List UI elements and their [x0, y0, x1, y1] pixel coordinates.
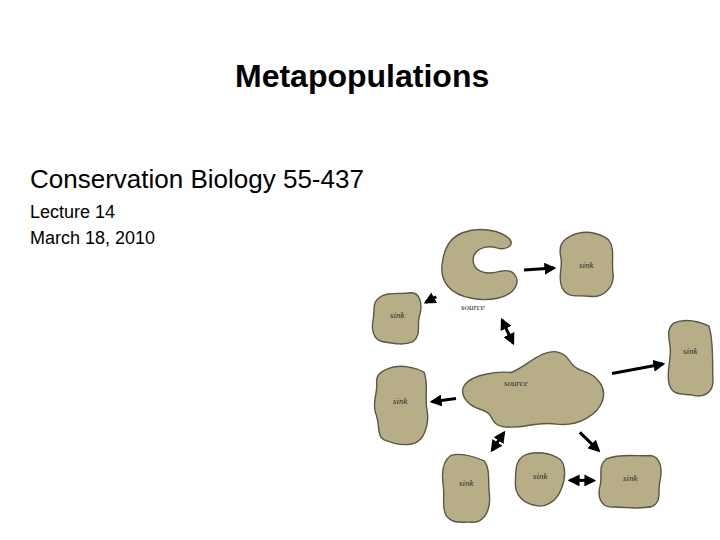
habitat-patch: sink: [370, 290, 424, 346]
dispersal-arrow: [570, 479, 594, 482]
patch-outline: [458, 345, 610, 431]
patch-label: sink: [393, 396, 408, 406]
patch-label: source: [504, 378, 528, 388]
patch-label: source: [461, 302, 485, 312]
habitat-patch: source: [458, 345, 610, 431]
dispersal-arrow: [426, 297, 436, 303]
habitat-patch: source: [438, 228, 522, 318]
lecture-number: Lecture 14: [30, 202, 115, 223]
patch-label: sink: [390, 310, 405, 320]
dispersal-arrow: [612, 364, 663, 374]
dispersal-arrow: [580, 432, 599, 450]
patch-label: sink: [623, 473, 638, 483]
course-name: Conservation Biology 55-437: [30, 164, 364, 195]
habitat-patch: sink: [556, 230, 616, 302]
habitat-patch: sink: [440, 452, 492, 526]
habitat-patch: sink: [596, 452, 664, 510]
dispersal-arrow: [492, 433, 504, 451]
patch-outline: [440, 452, 492, 526]
patch-outline: [372, 364, 430, 448]
slide-title: Metapopulations: [235, 58, 489, 95]
dispersal-arrow: [502, 320, 513, 343]
patch-label: sink: [533, 471, 548, 481]
habitat-patch: sink: [372, 364, 430, 448]
patch-label: sink: [579, 260, 594, 270]
lecture-date: March 18, 2010: [30, 228, 155, 249]
dispersal-arrow: [524, 268, 554, 270]
patch-outline: [665, 318, 715, 400]
patch-label: sink: [683, 346, 698, 356]
dispersal-arrow: [432, 399, 456, 402]
habitat-patch: sink: [665, 318, 715, 400]
habitat-patch: sink: [512, 450, 568, 510]
patch-label: sink: [459, 478, 474, 488]
